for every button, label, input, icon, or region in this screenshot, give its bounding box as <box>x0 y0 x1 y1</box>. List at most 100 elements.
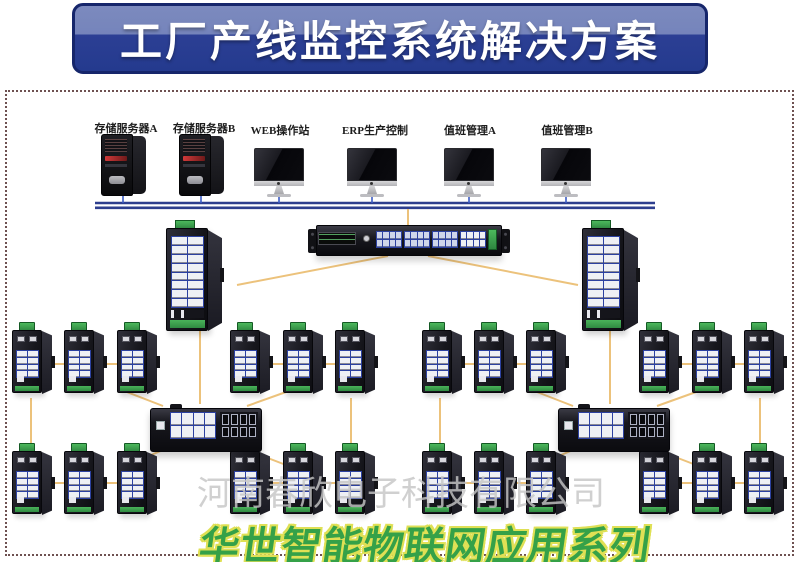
switch-body <box>335 330 365 393</box>
console-port-icon <box>69 497 76 503</box>
industrial-switch-8port-icon <box>744 443 788 519</box>
console-port-icon <box>340 497 347 503</box>
brand-label <box>120 507 144 512</box>
industrial-switch-8port-icon <box>692 322 736 398</box>
brand-label <box>233 386 257 391</box>
switch-side-panel <box>504 331 514 394</box>
switch-bump <box>170 404 182 410</box>
din-clip <box>374 477 378 489</box>
industrial-switch-8port-icon <box>639 443 683 519</box>
fiber-port-icon <box>491 336 499 342</box>
din-clip <box>461 356 465 368</box>
fiber-port-icon <box>531 336 539 342</box>
din-clip <box>269 356 273 368</box>
fiber-port-icon <box>656 336 664 342</box>
console-port-icon <box>479 376 486 382</box>
din-clip <box>513 356 517 368</box>
rj45-port-grid <box>460 231 486 248</box>
switch-body <box>474 330 504 393</box>
din-clip <box>374 356 378 368</box>
console-port-icon <box>235 376 242 382</box>
device-label: 存储服务器B <box>172 123 236 135</box>
fiber-port-icon <box>81 457 89 463</box>
switch-body <box>230 330 260 393</box>
fiber-port-icon <box>749 457 757 463</box>
din-clip <box>220 268 224 282</box>
console-port-icon <box>531 497 538 503</box>
fiber-port-icon <box>761 336 769 342</box>
console-port-icon <box>644 497 651 503</box>
switch-body <box>64 330 94 393</box>
server-vents <box>183 139 205 152</box>
rj45-port-grid <box>287 471 310 499</box>
din-clip <box>783 477 787 489</box>
monitor-logo-dot <box>370 182 373 185</box>
console-port-icon <box>427 376 434 382</box>
rj45-port-grid <box>696 471 719 499</box>
switch-side-panel <box>556 331 566 394</box>
console-port-icon <box>288 497 295 503</box>
switch-body <box>230 451 260 514</box>
console-port-icon <box>564 421 573 430</box>
industrial-switch-8port-icon <box>12 443 56 519</box>
rack-ear <box>501 229 510 253</box>
switch-side-panel <box>313 452 323 515</box>
switch-side-panel <box>147 452 157 515</box>
monitor-stand <box>274 186 284 194</box>
fiber-port-icon <box>134 457 142 463</box>
rj45-port-grid <box>426 350 449 378</box>
console-port-icon <box>17 497 24 503</box>
fiber-port-icon <box>479 457 487 463</box>
console-port-icon <box>644 376 651 382</box>
rj45-port-grid <box>121 471 144 499</box>
fiber-port-icon <box>479 336 487 342</box>
console-port-icon <box>235 497 242 503</box>
rj45-port-grid <box>748 471 771 499</box>
industrial-switch-8port-icon <box>474 322 518 398</box>
series-slogan: 华世智能物联网应用系列 <box>196 525 654 562</box>
imac-monitor-icon <box>444 148 494 198</box>
industrial-switch-8port-icon <box>526 443 570 519</box>
rj45-port-grid <box>16 350 39 378</box>
monitor-base <box>267 194 291 197</box>
monitor-base <box>457 194 481 197</box>
fiber-port-icon <box>340 336 348 342</box>
brand-label <box>642 507 666 512</box>
industrial-switch-8port-icon <box>744 322 788 398</box>
rack-lcd <box>318 232 356 245</box>
fiber-port-icon <box>697 336 705 342</box>
fiber-port-icon <box>749 336 757 342</box>
rj45-port-grid <box>234 350 257 378</box>
fiber-port-icon <box>427 457 435 463</box>
brand-label <box>120 386 144 391</box>
brand-label <box>425 386 449 391</box>
brand-label <box>15 386 39 391</box>
din-clip <box>678 356 682 368</box>
rj45-port-grid <box>578 412 624 439</box>
rj45-port-grid <box>339 471 362 499</box>
console-port-icon <box>531 376 538 382</box>
brand-label <box>695 386 719 391</box>
server-side <box>133 136 146 194</box>
tower-server-icon <box>179 134 225 196</box>
sfp-port-group <box>376 231 402 248</box>
console-port-icon <box>697 497 704 503</box>
fiber-port-icon <box>247 457 255 463</box>
monitor-stand <box>367 186 377 194</box>
industrial-switch-8port-icon <box>12 322 56 398</box>
monitor-logo-dot <box>277 182 280 185</box>
din-clip <box>322 356 326 368</box>
din-clip <box>156 356 160 368</box>
rj45-port-grid <box>16 471 39 499</box>
rj45-port-grid <box>478 350 501 378</box>
switch-body <box>526 330 556 393</box>
industrial-switch-8port-icon <box>64 443 108 519</box>
console-port-icon <box>340 376 347 382</box>
din-clip <box>678 477 682 489</box>
brand-label <box>747 386 771 391</box>
brand-label <box>67 386 91 391</box>
industrial-switch-8port-icon <box>422 322 466 398</box>
server-drive-bay <box>109 176 125 184</box>
din-clip <box>269 477 273 489</box>
switch-body <box>744 451 774 514</box>
